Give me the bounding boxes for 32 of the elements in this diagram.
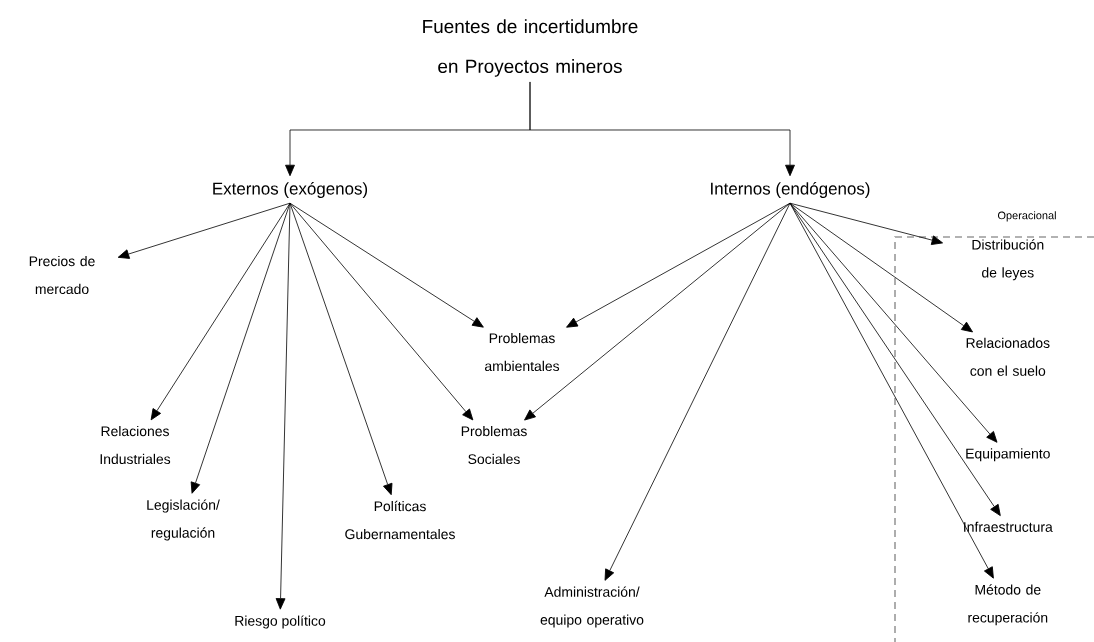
item-label: Relacionados con el suelo bbox=[966, 337, 1050, 376]
item-label: Precios de mercado bbox=[29, 255, 95, 295]
arrow bbox=[289, 202, 484, 328]
category-label: Externos (exógenos) bbox=[213, 182, 368, 198]
arrow bbox=[789, 202, 994, 579]
arrow bbox=[789, 202, 998, 443]
arrow bbox=[566, 202, 791, 328]
arrow bbox=[604, 202, 791, 581]
item-label: Método de recuperación bbox=[968, 584, 1048, 626]
item-label: Riesgo político bbox=[235, 615, 326, 629]
arrow bbox=[117, 202, 291, 259]
item-label: Infraestructura bbox=[964, 521, 1053, 532]
item-label: Problemas ambientales bbox=[485, 332, 560, 372]
arrow bbox=[150, 202, 291, 421]
arrow bbox=[289, 202, 474, 421]
item-label: Políticas Gubernamentales bbox=[345, 500, 455, 540]
arrow bbox=[289, 202, 393, 496]
title: Fuentes de incertidumbre en Proyectos mineros bbox=[423, 19, 638, 77]
item-label: Equipamiento bbox=[966, 448, 1050, 462]
item-label: Distribución de leyes bbox=[972, 239, 1044, 281]
arrow bbox=[789, 202, 973, 333]
region-heading: Operacional bbox=[997, 211, 1056, 222]
arrow bbox=[789, 202, 943, 245]
arrow bbox=[524, 202, 791, 421]
item-label: Legislación/ regulación bbox=[147, 499, 220, 541]
arrow bbox=[789, 202, 1001, 516]
item-label: Problemas Sociales bbox=[461, 425, 527, 465]
category-label: Internos (endógenos) bbox=[711, 182, 870, 198]
arrow bbox=[275, 202, 291, 610]
arrow bbox=[529, 81, 795, 177]
item-label: Administración/ equipo operativo bbox=[540, 586, 644, 628]
item-label: Relaciones Industriales bbox=[100, 425, 171, 465]
